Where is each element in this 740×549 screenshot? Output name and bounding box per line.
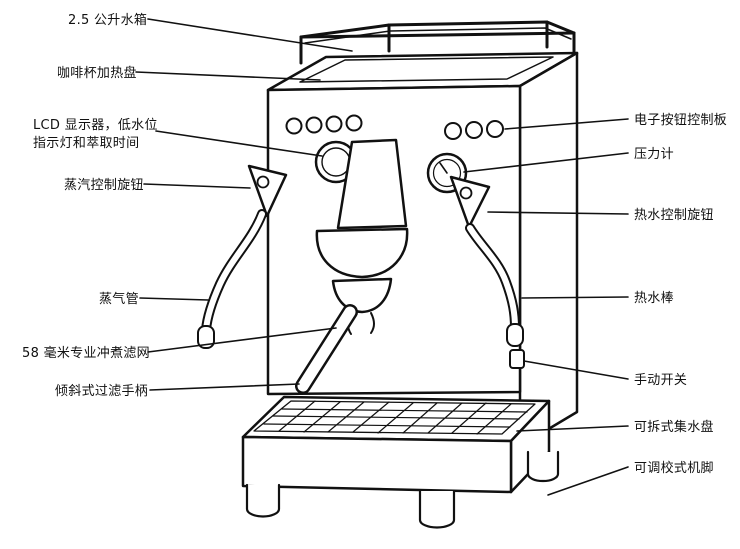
leader-control-panel [504,118,629,130]
label-lcd-display: LCD 显示器，低水位 指示灯和萃取时间 [33,118,158,152]
drip-tray-drawing [241,395,551,443]
label-filter-handle: 倾斜式过滤手柄 [55,384,149,399]
leader-filter-handle [149,383,300,391]
label-hot-water-wand: 热水棒 [634,291,674,306]
hot-water-knob-drawing [449,175,491,229]
label-adjustable-feet: 可调校式机脚 [634,461,714,476]
leader-steam-knob [143,183,251,189]
label-filter-basket: 58 毫米专业冲煮滤网 [22,346,150,361]
leader-cup-warmer [135,71,321,81]
steam-knob-drawing [247,164,288,218]
leader-pressure-gauge [463,152,629,173]
leader-filter-basket [147,327,337,353]
side-panel-drawing [518,51,579,448]
button-row-left-drawing [285,114,363,135]
group-head-drawing [295,138,409,394]
label-water-tank: 2.5 公升水箱 [68,13,148,28]
label-control-panel: 电子按钮控制板 [634,113,728,128]
label-manual-switch: 手动开关 [634,373,688,388]
label-pressure-gauge: 压力计 [634,147,674,162]
top-rail-drawing [299,20,576,65]
leader-adjustable-feet [547,466,629,496]
steam-wand-drawing [197,209,267,349]
leader-water-tank [147,18,353,52]
water-tank-lid [299,56,554,83]
base-drawing [241,399,551,494]
leader-manual-switch [523,360,629,380]
label-drip-tray: 可拆式集水盘 [634,420,714,435]
feet-drawing [245,450,560,529]
button-row-right-drawing [444,120,504,140]
label-hot-water-knob: 热水控制旋钮 [634,208,714,223]
manual-switch-drawing [509,349,525,369]
leader-steam-pipe [139,297,209,301]
leader-hot-water-wand [521,296,629,299]
hot-water-wand-drawing [465,223,524,347]
label-steam-knob: 蒸汽控制旋钮 [64,178,144,193]
leader-hot-water-knob [487,211,629,215]
leader-lines [135,18,629,496]
leader-lcd-display [155,130,323,157]
leader-drip-tray [516,425,629,432]
label-cup-warmer: 咖啡杯加热盘 [57,66,137,81]
label-steam-pipe: 蒸气管 [99,292,139,307]
